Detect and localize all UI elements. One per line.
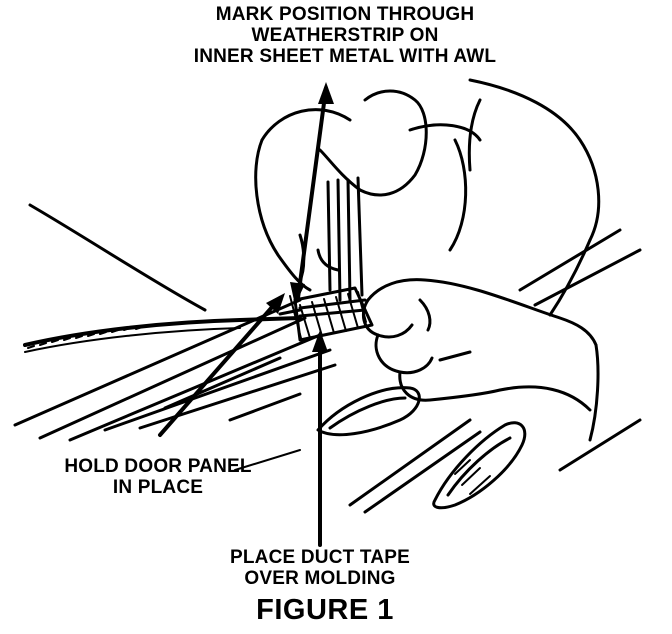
door-hardware (316, 228, 642, 514)
callout-mark-position-line-1: MARK POSITION THROUGH (215, 4, 475, 25)
callout-duct-tape-line-2: OVER MOLDING (244, 568, 396, 589)
callout-mark-position-line-3: INNER SHEET METAL WITH AWL (193, 46, 497, 67)
callout-mark-position: MARK POSITION THROUGH WEATHERSTRIP ON IN… (130, 4, 560, 67)
callout-mark-position-line-2: WEATHERSTRIP ON (251, 25, 439, 46)
hatched-molding (289, 286, 374, 343)
arrow-heads (266, 82, 334, 352)
callout-duct-tape-line-1: PLACE DUCT TAPE (230, 547, 410, 568)
callout-hold-panel-line-1: HOLD DOOR PANEL (64, 456, 252, 477)
door-panel-lines (13, 203, 337, 442)
callout-hold-panel-line-2: IN PLACE (112, 477, 204, 498)
right-hand (361, 278, 600, 442)
leader-arrows (158, 86, 328, 547)
trim-stick (316, 176, 364, 302)
callout-hold-panel: HOLD DOOR PANEL IN PLACE (38, 456, 278, 498)
callout-duct-tape: PLACE DUCT TAPE OVER MOLDING (200, 547, 440, 589)
weatherstrip (23, 316, 302, 353)
figure-caption: FIGURE 1 (256, 594, 394, 626)
